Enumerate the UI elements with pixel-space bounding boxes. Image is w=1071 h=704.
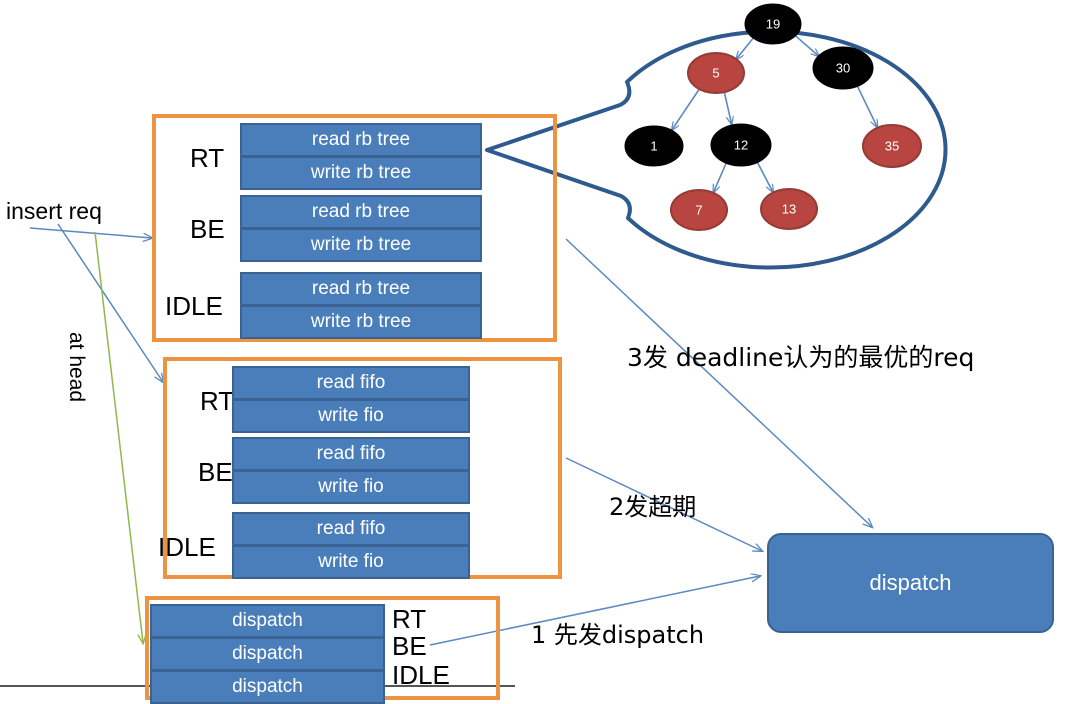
- arrow-insert-req-to-rbtree: [29, 227, 152, 238]
- rbtree-edge-n5-n12: [723, 92, 731, 124]
- dispatch-queue-stack[interactable]: dispatch dispatch dispatch: [150, 604, 385, 704]
- rbtree-edge-n19-n5: [736, 37, 755, 60]
- rbtree-be-write-row[interactable]: write rb tree: [240, 229, 482, 262]
- rbtree-node-19: 19: [744, 3, 802, 45]
- rbtree-node-13: 13: [760, 188, 818, 230]
- rbtree-idle-read-row[interactable]: read rb tree: [240, 272, 482, 306]
- fifo-idle-write-row[interactable]: write fio: [232, 546, 470, 579]
- rbtree-class-label-idle: IDLE: [165, 291, 223, 321]
- rbtree-edge-n30-n35: [856, 86, 878, 128]
- rbtree-node-label-7: 7: [695, 202, 702, 217]
- annotation-at-head: at head: [65, 332, 88, 403]
- rbtree-class-label-rt: RT: [190, 143, 225, 173]
- rbtree-node-7: 7: [670, 189, 728, 231]
- fifo-queue-be[interactable]: read fifo write fio: [232, 437, 470, 504]
- rbtree-queue-rt[interactable]: read rb tree write rb tree: [240, 123, 482, 190]
- annotation-step1: 1 先发dispatch: [531, 621, 705, 649]
- rbtree-edge-n12-n7: [713, 163, 727, 193]
- rbtree-queue-be[interactable]: read rb tree write rb tree: [240, 195, 482, 262]
- rbtree-idle-write-row[interactable]: write rb tree: [240, 306, 482, 339]
- fifo-be-write-row[interactable]: write fio: [232, 471, 470, 504]
- fifo-rt-write-row[interactable]: write fio: [232, 400, 470, 433]
- dispatch-target-label: dispatch: [869, 570, 952, 595]
- rbtree-node-30: 30: [812, 46, 874, 90]
- rbtree-edges: [672, 34, 878, 193]
- fifo-class-label-rt: RT: [200, 386, 235, 416]
- fifo-queue-rt[interactable]: read fifo write fio: [232, 366, 470, 433]
- rbtree-edge-n5-n1: [672, 88, 700, 130]
- dispatch-class-label-be: BE: [392, 631, 427, 661]
- rbtree-node-label-13: 13: [782, 201, 796, 216]
- fifo-class-label-idle: IDLE: [158, 532, 216, 562]
- rbtree-edge-n19-n30: [794, 34, 819, 56]
- fifo-rt-read-row[interactable]: read fifo: [232, 366, 470, 400]
- dispatch-class-label-idle: IDLE: [392, 660, 450, 690]
- rbtree-node-label-12: 12: [734, 137, 748, 152]
- rbtree-node-label-19: 19: [766, 16, 780, 31]
- annotation-step3: 3发 deadline认为的最优的req: [627, 343, 975, 372]
- rbtree-group-box: [152, 114, 557, 342]
- rbtree-node-label-30: 30: [836, 60, 850, 75]
- rbtree-be-read-row[interactable]: read rb tree: [240, 195, 482, 229]
- rbtree-node-35: 35: [862, 124, 922, 168]
- rbtree-node-1: 1: [624, 125, 684, 167]
- rbtree-node-label-5: 5: [712, 65, 719, 80]
- fifo-class-label-be: BE: [198, 457, 233, 487]
- fifo-be-read-row[interactable]: read fifo: [232, 437, 470, 471]
- dispatch-class-label-rt: RT: [392, 604, 427, 634]
- fifo-idle-read-row[interactable]: read fifo: [232, 512, 470, 546]
- dispatch-target-box[interactable]: dispatch: [767, 533, 1054, 633]
- rbtree-rt-read-row[interactable]: read rb tree: [240, 123, 482, 157]
- dispatch-row-idle[interactable]: dispatch: [150, 671, 385, 704]
- rbtree-node-5: 5: [687, 52, 745, 94]
- rbtree-rt-write-row[interactable]: write rb tree: [240, 157, 482, 190]
- fifo-queue-idle[interactable]: read fifo write fio: [232, 512, 470, 579]
- rbtree-node-label-35: 35: [885, 138, 899, 153]
- rbtree-edge-n12-n13: [756, 162, 773, 193]
- rbtree-node-12: 12: [710, 123, 772, 167]
- rbtree-queue-idle[interactable]: read rb tree write rb tree: [240, 272, 482, 339]
- dispatch-row-rt[interactable]: dispatch: [150, 604, 385, 638]
- dispatch-row-be[interactable]: dispatch: [150, 638, 385, 671]
- arrow-at-head-green: [94, 231, 143, 643]
- rbtree-nodes: 19 5 30 1 12 35 7 13: [624, 3, 922, 231]
- annotation-insert-req: insert req: [6, 198, 102, 224]
- rbtree-node-label-1: 1: [650, 138, 657, 153]
- annotation-step2: 2发超期: [609, 493, 697, 521]
- rbtree-class-label-be: BE: [190, 214, 225, 244]
- arrow-step3-rbtree-to-dispatch: [565, 238, 872, 527]
